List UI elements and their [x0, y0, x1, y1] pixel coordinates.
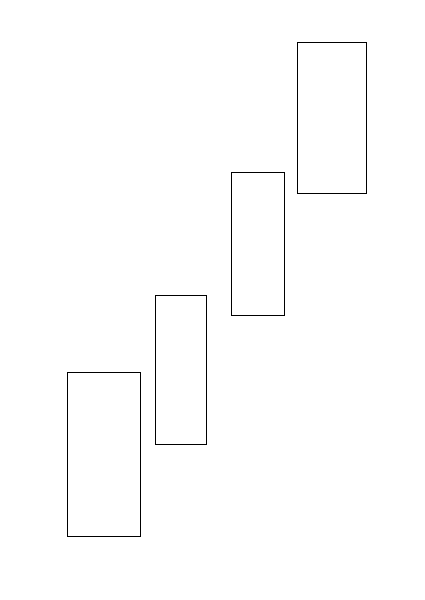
narration-box-2 [231, 172, 285, 316]
narration-box-1 [297, 42, 367, 194]
narration-box-4 [67, 372, 141, 537]
narration-box-3 [155, 295, 207, 445]
